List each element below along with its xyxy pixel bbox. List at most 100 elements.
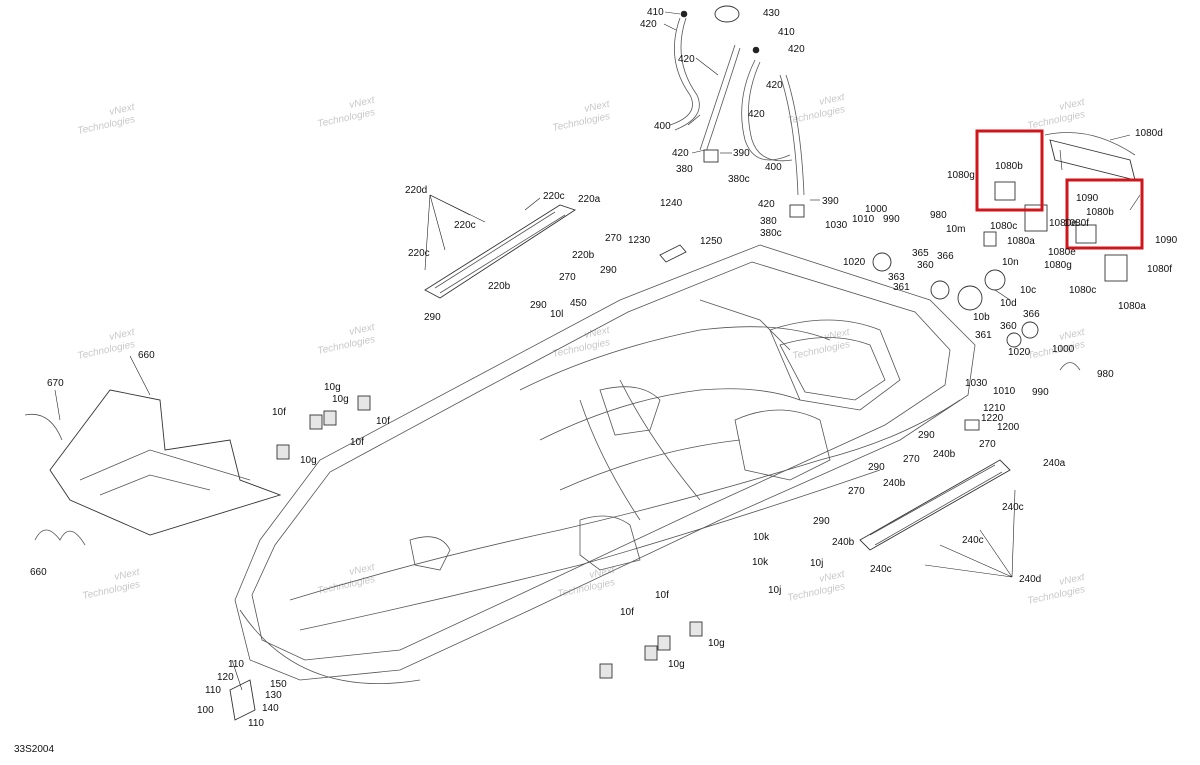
watermark-line2: Technologies xyxy=(552,337,612,360)
callout-label: 110 xyxy=(205,685,221,696)
callout-label: 365 xyxy=(912,248,929,259)
clip-parts xyxy=(276,395,703,679)
callout-label: 240c xyxy=(870,564,892,575)
callout-label: 420 xyxy=(640,19,657,30)
footrest-part-660 xyxy=(49,389,282,536)
callout-label: 220b xyxy=(572,250,595,261)
highlight-box-1080b xyxy=(975,129,1044,212)
callout-label: 290 xyxy=(530,300,547,311)
callout-label: 10k xyxy=(753,532,770,543)
callout-label: 360 xyxy=(917,260,934,271)
callout-label: 10j xyxy=(768,585,781,596)
diagram-code: 33S2004 xyxy=(14,744,54,755)
callout-label: 420 xyxy=(672,148,689,159)
bearing-part-361 xyxy=(930,280,950,300)
callout-label: 240b xyxy=(933,449,956,460)
clip-part-10g xyxy=(689,621,703,637)
connector-part-1080b xyxy=(994,181,1016,201)
bracket-part-10m xyxy=(983,231,997,247)
clip-part-10g xyxy=(276,444,290,460)
callout-label: 10f xyxy=(655,590,669,601)
callout-label: 220b xyxy=(488,281,511,292)
callout-label: 1240 xyxy=(660,198,683,209)
right-parts xyxy=(859,132,1136,551)
watermark-line2: Technologies xyxy=(787,104,847,127)
callout-label: 1210 xyxy=(983,403,1006,414)
callout-label: 1200 xyxy=(997,422,1020,433)
step-part-100 xyxy=(229,679,256,721)
callout-label: 660 xyxy=(30,567,47,578)
trim-part-220a xyxy=(424,204,577,299)
callout-label: 1090 xyxy=(1155,235,1178,246)
callout-label: 400 xyxy=(654,121,671,132)
callout-label: 10g xyxy=(332,394,349,405)
callout-label: 10f xyxy=(620,607,634,618)
callout-label: 290 xyxy=(868,462,885,473)
clip-part-10g xyxy=(644,645,658,661)
callout-label: 10g xyxy=(708,638,725,649)
callout-label: 390 xyxy=(733,148,750,159)
clip-part-10g xyxy=(323,410,337,426)
watermark-line1: vNext xyxy=(1058,572,1086,588)
callout-labels: 410 430 420 420 410 420 420 400 420 400 … xyxy=(30,7,1178,729)
callout-label: 410 xyxy=(647,7,664,18)
callout-label: 360 xyxy=(1000,321,1017,332)
watermark-line1: vNext xyxy=(348,322,376,338)
watermark-line2: Technologies xyxy=(787,581,847,604)
watermark-line2: Technologies xyxy=(77,114,137,137)
callout-label: 1030 xyxy=(825,220,848,231)
callout-label: 270 xyxy=(559,272,576,283)
callout-label: 290 xyxy=(813,516,830,527)
watermark-line1: vNext xyxy=(818,92,846,108)
callout-label: 363 xyxy=(888,272,905,283)
callout-label: 220d xyxy=(405,185,427,196)
callout-label: 10b xyxy=(973,312,990,323)
callout-label: 290 xyxy=(600,265,617,276)
callout-label: 1080c xyxy=(990,221,1017,232)
callout-label: 1250 xyxy=(700,236,723,247)
trim-part-240a xyxy=(859,459,1011,551)
callout-label: 220a xyxy=(578,194,601,205)
callout-label: 220c xyxy=(408,248,430,259)
cover-part-1080d xyxy=(1049,139,1136,181)
callout-label: 220c xyxy=(454,220,476,231)
callout-label: 1030 xyxy=(965,378,988,389)
callout-label: 430 xyxy=(763,8,780,19)
callout-label: 270 xyxy=(903,454,920,465)
callout-label: 420 xyxy=(678,54,695,65)
callout-label: 1020 xyxy=(843,257,866,268)
callout-label: 140 xyxy=(262,703,279,714)
callout-label: 1080f xyxy=(1147,264,1172,275)
valve-part-380 xyxy=(789,204,805,218)
clip-part-10g xyxy=(357,395,371,411)
callout-label: 1080e xyxy=(1049,218,1077,229)
callout-label: 660 xyxy=(138,350,155,361)
watermark-line1: vNext xyxy=(348,562,376,578)
callout-label: 1080a xyxy=(1118,301,1146,312)
callout-label: 1090 xyxy=(1076,193,1099,204)
callout-label: 110 xyxy=(248,718,264,729)
watermark-line1: vNext xyxy=(588,565,616,581)
watermark-line1: vNext xyxy=(818,569,846,585)
callout-label: 380 xyxy=(760,216,777,227)
callout-label: 10g xyxy=(324,382,341,393)
valve-part-380 xyxy=(703,149,719,163)
callout-label: 10g xyxy=(300,455,317,466)
callout-label: 110 xyxy=(228,659,244,670)
callout-label: 420 xyxy=(748,109,765,120)
callout-label: 220c xyxy=(543,191,565,202)
callout-label: 240c xyxy=(1002,502,1024,513)
callout-label: 240a xyxy=(1043,458,1066,469)
callout-label: 10f xyxy=(376,416,390,427)
callout-label: 1080b xyxy=(1086,207,1114,218)
callout-label: 410 xyxy=(778,27,795,38)
highlight-boxes xyxy=(975,129,1144,250)
callout-label: 380c xyxy=(760,228,782,239)
callout-label: 1020 xyxy=(1008,347,1031,358)
callout-label: 1080g xyxy=(1044,260,1072,271)
callout-label: 240b xyxy=(883,478,906,489)
watermark-line2: Technologies xyxy=(317,107,377,130)
callout-label: 361 xyxy=(975,330,992,341)
callout-label: 1010 xyxy=(993,386,1016,397)
cap-part-430 xyxy=(714,5,740,23)
